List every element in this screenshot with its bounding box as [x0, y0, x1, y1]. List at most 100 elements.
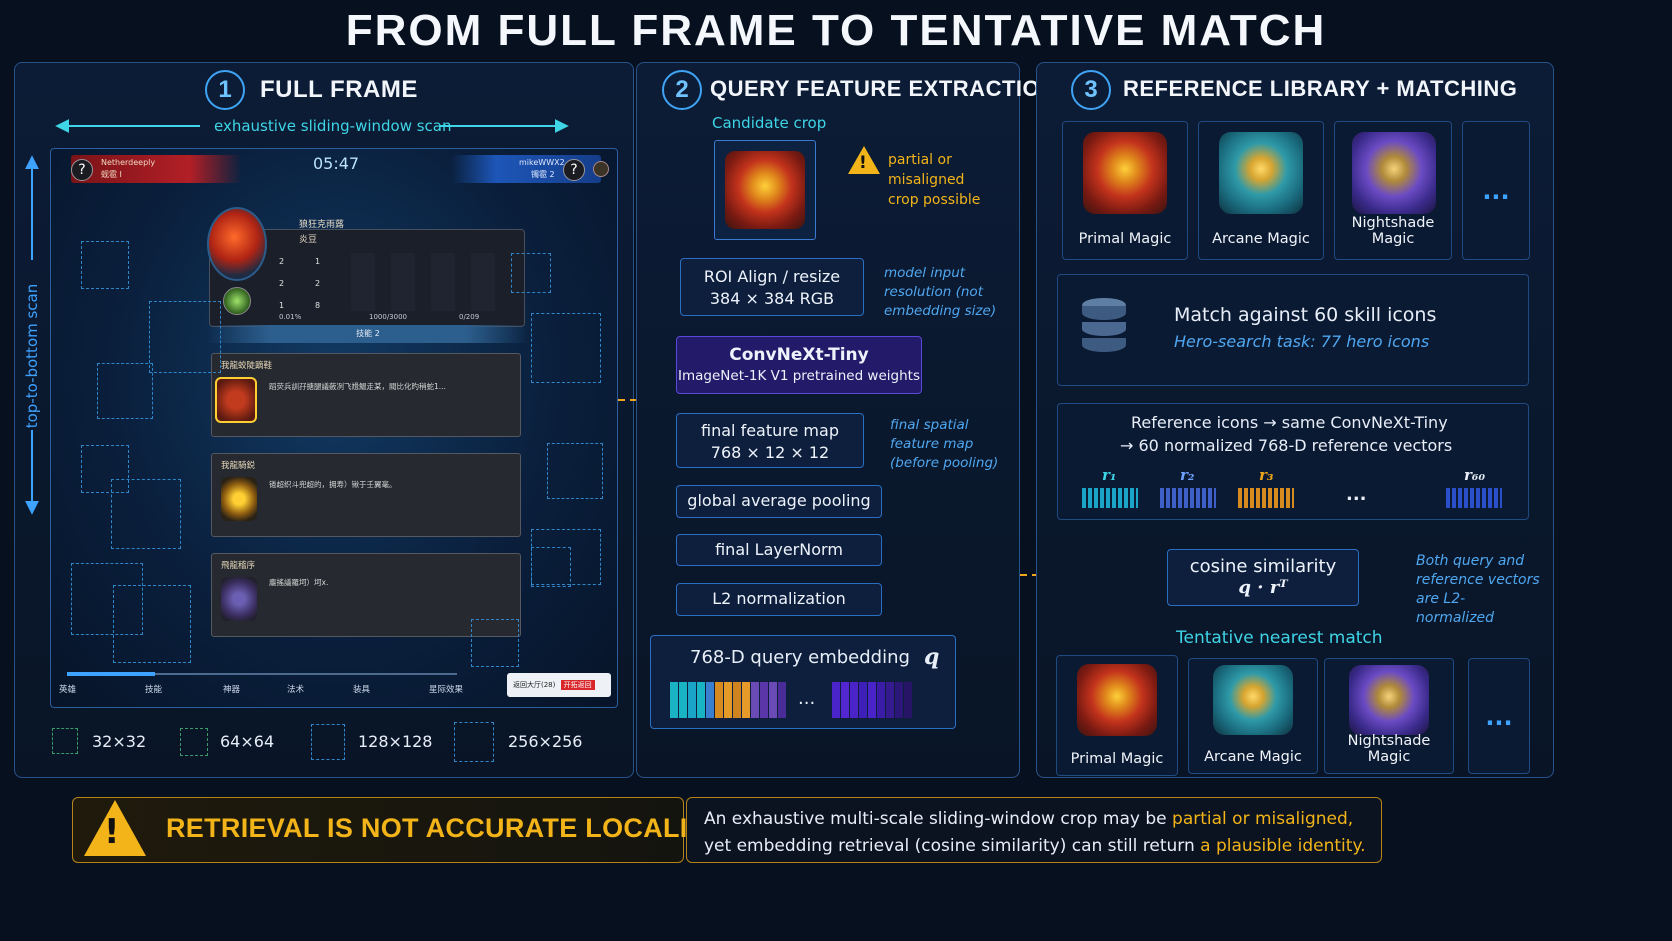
skill-row-1[interactable] — [211, 353, 521, 437]
database-icon — [1082, 298, 1126, 354]
window-256 — [531, 313, 601, 383]
vector-label-r3: r₃ — [1259, 466, 1274, 484]
hero-name: 狼狂克雨蕗 — [299, 220, 345, 230]
skill-desc-2: 锩超织斗兜超的，拥寿）锹于壬翼毫。 — [269, 480, 397, 489]
vector-r2-bars — [1160, 488, 1216, 508]
cosine-similarity-box: cosine similarity q · rᵀ — [1167, 549, 1359, 606]
vector-ellipsis: ... — [1346, 484, 1367, 505]
nightshade-magic-icon — [1352, 132, 1436, 214]
step-number-2: 2 — [662, 70, 702, 110]
skill-row-2[interactable] — [211, 453, 521, 537]
ref-tile-arcane-magic: Arcane Magic — [1198, 121, 1324, 260]
legend-swatch-256 — [454, 722, 494, 762]
vector-r1-bars — [1082, 488, 1138, 508]
warning-icon — [848, 146, 880, 174]
result-label-arcane: Arcane Magic — [1204, 749, 1302, 765]
footer-explanation: An exhaustive multi-scale sliding-window… — [704, 809, 1366, 856]
panel1-title: FULL FRAME — [260, 76, 418, 103]
primal-magic-icon — [1083, 132, 1167, 214]
step-number-3: 3 — [1071, 70, 1111, 110]
return-lobby-button[interactable]: 返回大厅(28) 开拓返回 — [507, 673, 611, 697]
hero-slots — [351, 253, 511, 311]
vector-label-r60: r₆₀ — [1464, 466, 1486, 484]
query-embedding-label: 768-D query embedding — [690, 647, 910, 668]
query-vector-ellipsis: ... — [798, 688, 816, 709]
scan-horizontal-label: exhaustive sliding-window scan — [214, 117, 452, 135]
tab-spell[interactable]: 法术 — [287, 685, 305, 695]
skills-banner: 技能 2 — [207, 325, 529, 343]
window-128 — [471, 619, 519, 667]
skill-desc-3: 龐搖議羅坷）坷x. — [269, 578, 329, 587]
match-subtitle: Hero-search task: 77 hero icons — [1174, 332, 1430, 351]
window-128 — [511, 253, 551, 293]
window-128 — [81, 241, 129, 289]
arcane-magic-icon — [1219, 132, 1303, 214]
ref-line-2: → 60 normalized 768-D reference vectors — [1120, 436, 1453, 455]
player-left-name: Netherdeeply — [101, 158, 156, 167]
tab-artifact[interactable]: 神器 — [223, 685, 241, 695]
settings-icon[interactable] — [593, 161, 609, 177]
ref-tile-more: ... — [1462, 121, 1530, 260]
result-tile-primal-magic: Primal Magic — [1056, 655, 1178, 776]
result-tile-arcane-magic: Arcane Magic — [1188, 658, 1318, 774]
page-title: FROM FULL FRAME TO TENTATIVE MATCH — [345, 6, 1327, 55]
player-right-sub: 镯雹 2 — [531, 170, 555, 179]
gap-box: global average pooling — [676, 485, 882, 518]
game-screenshot: ? Netherdeeply 蚬雹 I 05:47 mikeWWX2 镯雹 2 … — [50, 148, 618, 708]
match-box — [1057, 274, 1529, 386]
vector-r60-bars — [1446, 488, 1502, 508]
vector-r3-bars — [1238, 488, 1294, 508]
window-128 — [547, 443, 603, 499]
legend-swatch-64 — [180, 728, 208, 756]
skill-name-3: 飛龍稽序 — [221, 561, 256, 571]
skill-icon-2[interactable] — [221, 477, 257, 521]
vector-label-r1: r₁ — [1102, 466, 1117, 484]
window-128 — [531, 547, 571, 587]
convnext-model-box: ConvNeXt-Tiny ImageNet-1K V1 pretrained … — [676, 336, 922, 394]
primal-magic-icon — [725, 151, 805, 229]
legend-label-256: 256×256 — [508, 732, 583, 751]
window-256 — [71, 563, 143, 635]
window-256 — [113, 585, 191, 663]
skill-icon-1-highlighted[interactable] — [215, 377, 257, 423]
legend-swatch-128 — [311, 724, 345, 760]
legend-swatch-32 — [52, 728, 78, 754]
match-timer: 05:47 — [313, 154, 360, 173]
nightshade-magic-icon — [1349, 665, 1429, 735]
feature-map-note: final spatial feature map (before poolin… — [890, 417, 999, 471]
ref-label-primal: Primal Magic — [1078, 231, 1172, 247]
ref-tile-nightshade-magic: Nightshade Magic — [1334, 121, 1452, 260]
skill-icon-3[interactable] — [221, 577, 257, 621]
hero-sub: 炎豆 — [299, 235, 318, 245]
result-label-primal: Primal Magic — [1070, 751, 1164, 767]
ref-tile-primal-magic: Primal Magic — [1062, 121, 1188, 260]
footer-warning-box — [72, 797, 684, 863]
tab-skills[interactable]: 技能 — [145, 685, 163, 695]
legend-label-32: 32×32 — [92, 732, 147, 751]
skill-row-3[interactable] — [211, 553, 521, 637]
help-icon-left[interactable]: ? — [71, 159, 93, 181]
tab-progress-track — [67, 673, 457, 675]
footer-warning-text: RETRIEVAL IS NOT ACCURATE LOCALIZATION — [166, 813, 788, 843]
ref-label-nightshade: Nightshade Magic — [1351, 215, 1435, 247]
primal-magic-icon — [1077, 664, 1157, 736]
tab-effects[interactable]: 星际效果 — [429, 685, 464, 695]
cosine-note: Both query and reference vectors are L2-… — [1416, 553, 1540, 626]
result-tile-more: ... — [1468, 658, 1530, 774]
vector-label-r2: r₂ — [1180, 466, 1195, 484]
hero-portrait — [207, 207, 267, 281]
candidate-crop-image — [714, 140, 816, 240]
query-vector-bars-left — [670, 682, 788, 718]
help-icon-right[interactable]: ? — [563, 159, 585, 181]
tab-gear[interactable]: 装具 — [353, 685, 371, 695]
window-256 — [111, 479, 181, 549]
tab-hero[interactable]: 英雄 — [59, 685, 77, 695]
scan-vertical-label: top-to-bottom scan — [23, 283, 41, 429]
query-vector-bars-right — [832, 682, 922, 718]
skill-name-1: 我龍蛟陡蹢鞋 — [221, 361, 273, 371]
window-128 — [81, 445, 129, 493]
result-label-nightshade: Nightshade Magic — [1347, 733, 1431, 765]
player-left-banner — [71, 155, 241, 183]
